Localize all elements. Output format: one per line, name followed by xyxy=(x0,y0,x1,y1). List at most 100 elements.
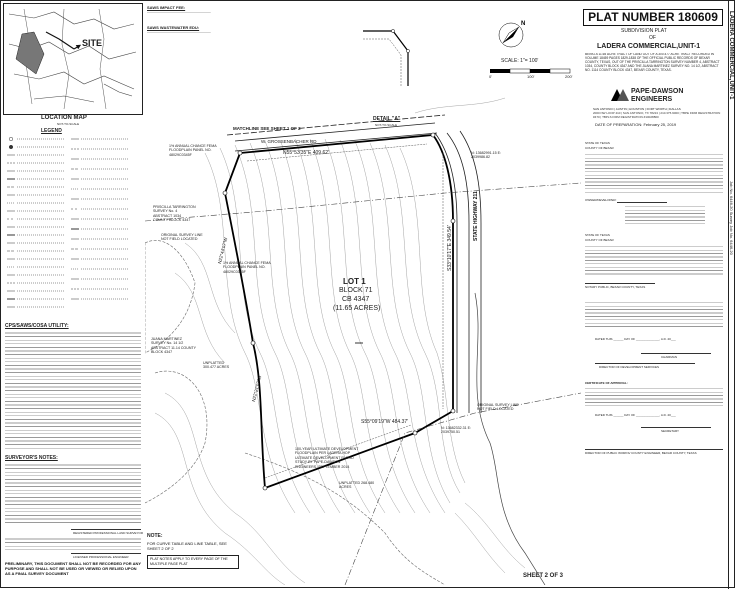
location-map: SITE xyxy=(3,3,143,115)
lot-label: LOT 1 xyxy=(343,277,366,286)
secretary-signature-line xyxy=(641,427,711,428)
bearing-right-label: S33°10'17"E 349.54' xyxy=(447,225,453,271)
date-of-preparation: DATE OF PREPARATION: February 25, 2019 xyxy=(595,122,677,127)
floodplain-bottom-label: 100-YEAR ULTIMATE DEVELOPMENT FLOODPLAIN… xyxy=(295,447,359,469)
saws-wastewater-title: SAWS WASTEWATER EDU: xyxy=(147,25,200,30)
highway-edge-3 xyxy=(459,130,482,413)
survey-left-label: PRISCILLA TARRINGTON SURVEY No. 4 ABSTRA… xyxy=(153,205,196,223)
director-dev-line xyxy=(595,363,695,364)
pape-dawson-logo-icon xyxy=(611,89,629,101)
licensed-engineer-label: LICENSED PROFESSIONAL ENGINEER xyxy=(73,555,129,559)
scale-tick-0: 0' xyxy=(489,74,492,79)
detail-a-label: DETAIL "A" xyxy=(373,116,401,122)
subdivision-name: LADERA COMMERCIAL,UNIT-1 xyxy=(597,43,701,50)
surveyors-notes-title: SURVEYOR'S NOTES: xyxy=(5,455,58,461)
saws-impact-fee-text: ────────────────────────────── xyxy=(147,11,211,14)
chairman-label: CHAIRMAN xyxy=(661,355,678,359)
contour-lines xyxy=(154,97,526,585)
cps-saws-title: CPS/SAWS/COSA UTILITY: xyxy=(5,323,69,329)
lot-1-boundary xyxy=(224,134,454,490)
registered-surveyor-label: REGISTERED PROFESSIONAL LAND SURVEYOR xyxy=(73,531,144,535)
survey-juana-label: JUANA MARTINEZ SURVEY No. 14 1/2 ABSTRAC… xyxy=(151,337,196,355)
coord-1-label: N: 13682991.15 E: 2039986.82 xyxy=(471,151,501,160)
note-label: NOTE: xyxy=(147,533,163,539)
detail-a-drawing xyxy=(363,29,410,86)
original-survey-line-1 xyxy=(145,182,581,222)
unplatted-2-label: UNPLATTED 268.480 ACRES xyxy=(339,481,375,490)
legend-title: LEGEND xyxy=(41,128,62,134)
note-text: FOR CURVE TABLE AND LINE TABLE, SEE SHEE… xyxy=(147,541,227,551)
plat-number-box: PLAT NUMBER 180609 xyxy=(583,9,723,26)
location-map-scale: NOT-TO-SCALE xyxy=(57,122,80,126)
county-of-bexar-2: COUNTY OF BEXAR xyxy=(585,238,614,242)
block-label: BLOCK 71 xyxy=(339,287,373,294)
highway-label: STATE HIGHWAY 211 xyxy=(473,191,479,241)
firm-name-2: ENGINEERS xyxy=(631,96,673,103)
owner-signature-line xyxy=(617,202,667,203)
site-label: SITE xyxy=(82,38,103,48)
plat-drawing xyxy=(145,97,581,585)
owner-developer-label: OWNER/DEVELOPER: xyxy=(585,198,617,202)
engineer-signature-line xyxy=(71,553,141,554)
location-map-label: LOCATION MAP xyxy=(41,115,87,121)
north-letter: N xyxy=(521,21,525,27)
highway-edge-1 xyxy=(434,132,458,413)
floodplain-left xyxy=(145,240,196,354)
owner-address-text xyxy=(625,205,705,227)
original-survey-line-2 xyxy=(344,392,581,585)
north-arrow-icon: N xyxy=(498,21,525,48)
scale-tick-1: 100' xyxy=(527,74,535,79)
floodplain-mid-label: 1% ANNUAL CHANCE FEMA FLOODPLAIN PANEL N… xyxy=(223,261,271,274)
firm-address: 2000 NW LOOP 410 | SAN ANTONIO, TX 78213… xyxy=(593,112,721,119)
bearing-top-label: N55°53'35"E 409.62' xyxy=(283,150,329,156)
state-of-texas-2: STATE OF TEXAS xyxy=(585,233,610,237)
surveyors-notes-text xyxy=(5,463,141,523)
legend-symbols xyxy=(7,136,129,308)
cps-saws-text xyxy=(5,331,141,451)
sheet-label: SHEET 2 OF 3 xyxy=(523,573,564,579)
director-public-works-label: DIRECTOR OF PUBLIC WORKS/ COUNTY ENGINEE… xyxy=(585,451,697,455)
creek-line xyxy=(474,292,546,585)
original-survey-line-label-1: ORIGINAL SURVEY LINE NOT FIELD LOCATED xyxy=(161,233,203,242)
road-edge-1 xyxy=(234,122,436,142)
floodplain-top-label: 1% ANNUAL CHANCE FEMA FLOODPLAIN PANEL N… xyxy=(169,144,217,157)
right-margin-job: Job No. 6446-20 Survey Job No. 6446-20 xyxy=(729,181,734,255)
description-text: BEING A 11.65 ACRE TRACT OF LAND OUT OF … xyxy=(585,53,720,72)
notary-text xyxy=(585,245,723,275)
plat-notes-box: PLAT NOTES APPLY TO EVERY PAGE OF THE MU… xyxy=(147,555,239,569)
road-edge-2 xyxy=(234,132,438,152)
planning-approval-text xyxy=(585,301,723,327)
matchline xyxy=(226,114,446,136)
saws-wastewater-text: ────────────────────────────── xyxy=(147,31,211,34)
secretary-label: SECRETARY xyxy=(661,429,680,433)
unplatted-1-label: UNPLATTED 300.477 ACRES xyxy=(203,361,230,370)
scale-bar xyxy=(490,68,571,74)
original-survey-line-label-2: ORIGINAL SURVEY LINE NOT FIELD LOCATED xyxy=(477,403,519,412)
notary-signature-line xyxy=(585,283,655,284)
location-map-drawing xyxy=(8,8,137,110)
dated-this-1: DATED THIS ______ DAY OF ______________,… xyxy=(595,337,676,341)
firm-cities: SAN ANTONIO | AUSTIN | HOUSTON | FORT WO… xyxy=(593,107,681,111)
scale-label: SCALE: 1"= 100' xyxy=(501,58,539,64)
matchline-label: MATCHLINE SEE SHEET 1 OF 2 xyxy=(233,126,301,131)
floodplain-mid xyxy=(145,370,208,504)
coord-2-label: N: 13682332.31 E: 2039750.51 xyxy=(441,426,471,435)
surveyor-signature-line xyxy=(71,529,141,530)
certificate-text xyxy=(585,387,723,409)
detail-a-sub: NOT-TO-SCALE xyxy=(375,123,398,127)
state-of-texas-1: STATE OF TEXAS xyxy=(585,141,610,145)
subdivision-plat-label: SUBDIVISION PLAT xyxy=(621,28,667,34)
right-margin-rule xyxy=(728,1,729,589)
cb-label: CB 4347 xyxy=(342,296,370,303)
highway-edge-2 xyxy=(446,132,470,413)
acres-label: (11.65 ACRES) xyxy=(333,305,381,312)
chairman-signature-line xyxy=(641,353,711,354)
director-public-works-line xyxy=(585,449,723,450)
survey-markers xyxy=(222,132,456,491)
floodplain-bottom xyxy=(244,452,446,585)
certificate-of-approval: CERTIFICATE OF APPROVAL: xyxy=(585,381,628,385)
preliminary-text: PRELIMINARY, THIS DOCUMENT SHALL NOT BE … xyxy=(5,561,142,576)
dated-this-2: DATED THIS ______ DAY OF ______________,… xyxy=(595,413,676,417)
saws-impact-fee-title: SAWS IMPACT FEE: xyxy=(147,5,186,10)
